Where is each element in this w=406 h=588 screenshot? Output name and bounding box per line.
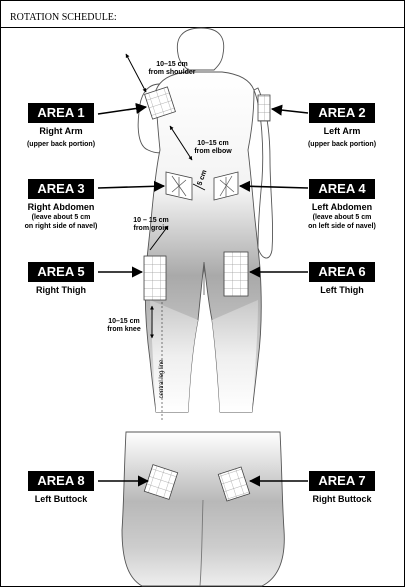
groin-measure: 10 – 15 cm from groin (118, 217, 184, 233)
area-7-label: Right Buttock (301, 494, 383, 505)
elbow-measure: 10–15 cm from elbow (182, 140, 244, 156)
area-8-label: Left Buttock (28, 494, 94, 505)
area-6-box: AREA 6 (309, 262, 375, 282)
area-1-label: Right Arm (28, 126, 94, 137)
area-3-box: AREA 3 (28, 179, 94, 199)
area6-grid (224, 252, 248, 296)
area-1-sub: (upper back portion) (18, 140, 104, 149)
knee-measure: 10–15 cm from knee (96, 318, 152, 334)
area-8-box: AREA 8 (28, 471, 94, 491)
area-7-box: AREA 7 (309, 471, 375, 491)
area-6-label: Left Thigh (309, 285, 375, 296)
area-5-label: Right Thigh (28, 285, 94, 296)
area-1-box: AREA 1 (28, 103, 94, 123)
area-5-box: AREA 5 (28, 262, 94, 282)
area-4-sub: (leave about 5 cm on left side of navel) (291, 213, 393, 231)
area-2-box: AREA 2 (309, 103, 375, 123)
area-4-label: Left Abdomen (299, 202, 385, 213)
area5-grid (144, 256, 166, 300)
lower-figure (122, 432, 284, 586)
area-2-sub: (upper back portion) (299, 140, 385, 149)
area-3-label: Right Abdomen (18, 202, 104, 213)
central-leg-line-label: central leg line (158, 349, 166, 409)
area-2-label: Left Arm (309, 126, 375, 137)
shoulder-measure: 10–15 cm from shoulder (136, 61, 208, 77)
area2-grid (258, 95, 270, 121)
area-3-sub: (leave about 5 cm on right side of navel… (10, 213, 112, 231)
area-4-box: AREA 4 (309, 179, 375, 199)
